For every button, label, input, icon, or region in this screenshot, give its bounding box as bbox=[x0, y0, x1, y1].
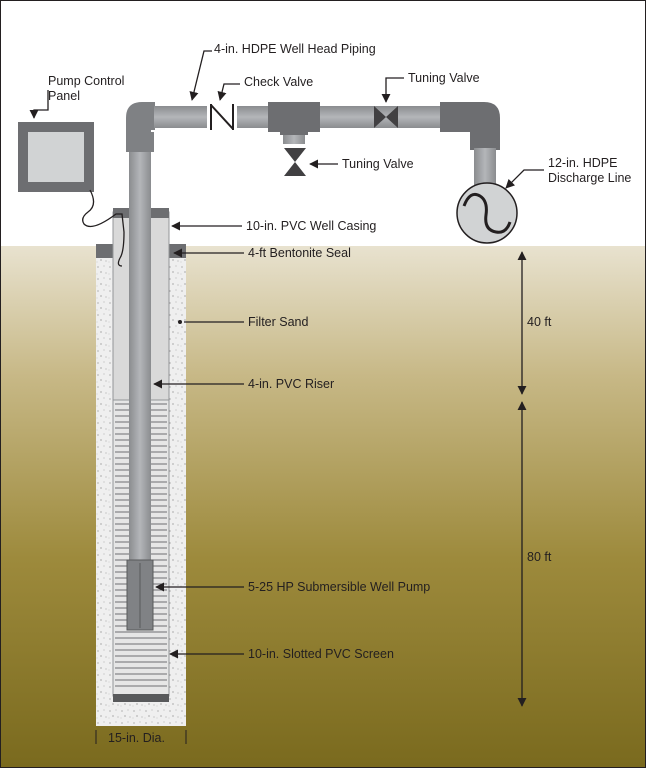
diameter-dimension bbox=[95, 730, 187, 744]
top-tuning-valve-right bbox=[386, 106, 398, 128]
control-cable-hook bbox=[117, 257, 123, 267]
label-well-casing: 10-in. PVC Well Casing bbox=[246, 219, 377, 233]
label-riser: 4-in. PVC Riser bbox=[248, 377, 335, 391]
label-lower-tuning-valve: Tuning Valve bbox=[342, 157, 414, 171]
label-bentonite-seal: 4-ft Bentonite Seal bbox=[248, 246, 351, 260]
leader-lines bbox=[29, 50, 544, 659]
tee-branch-collar bbox=[280, 127, 308, 135]
discharge-riser bbox=[474, 148, 496, 186]
label-screen: 10-in. Slotted PVC Screen bbox=[248, 647, 394, 661]
pump-control-panel-face bbox=[28, 132, 84, 182]
left-elbow-collar bbox=[126, 132, 154, 152]
right-elbow bbox=[440, 102, 500, 150]
label-filter-sand: Filter Sand bbox=[248, 315, 309, 329]
label-pump: 5-25 HP Submersible Well Pump bbox=[248, 580, 431, 594]
leader-top-tuning-valve bbox=[381, 77, 404, 103]
filter-sand-dot bbox=[178, 320, 182, 324]
label-well-head-piping: 4-in. HDPE Well Head Piping bbox=[214, 42, 376, 56]
lower-tuning-valve-bottom bbox=[284, 162, 306, 176]
leader-discharge-line bbox=[505, 169, 544, 189]
label-depth-40ft: 40 ft bbox=[527, 315, 552, 329]
label-top-tuning-valve: Tuning Valve bbox=[408, 71, 480, 85]
label-depth-80ft: 80 ft bbox=[527, 550, 552, 564]
control-cable bbox=[82, 189, 125, 259]
label-check-valve: Check Valve bbox=[244, 75, 314, 89]
top-tuning-valve-left bbox=[374, 106, 386, 128]
leader-pump-panel bbox=[29, 90, 49, 119]
pvc-riser bbox=[129, 140, 151, 566]
screen-end-cap bbox=[113, 694, 169, 702]
discharge-line-wave bbox=[462, 192, 512, 234]
label-discharge-line: 12-in. HDPE Discharge Line bbox=[548, 156, 632, 185]
label-diameter: 15-in. Dia. bbox=[108, 731, 165, 745]
screen-slots bbox=[115, 403, 167, 687]
check-valve-flap bbox=[210, 104, 234, 130]
label-pump-control-panel: Pump Control Panel bbox=[48, 74, 125, 103]
lower-tuning-valve-top bbox=[284, 148, 306, 162]
leader-well-head-piping bbox=[189, 50, 212, 101]
leader-check-valve bbox=[217, 83, 240, 101]
